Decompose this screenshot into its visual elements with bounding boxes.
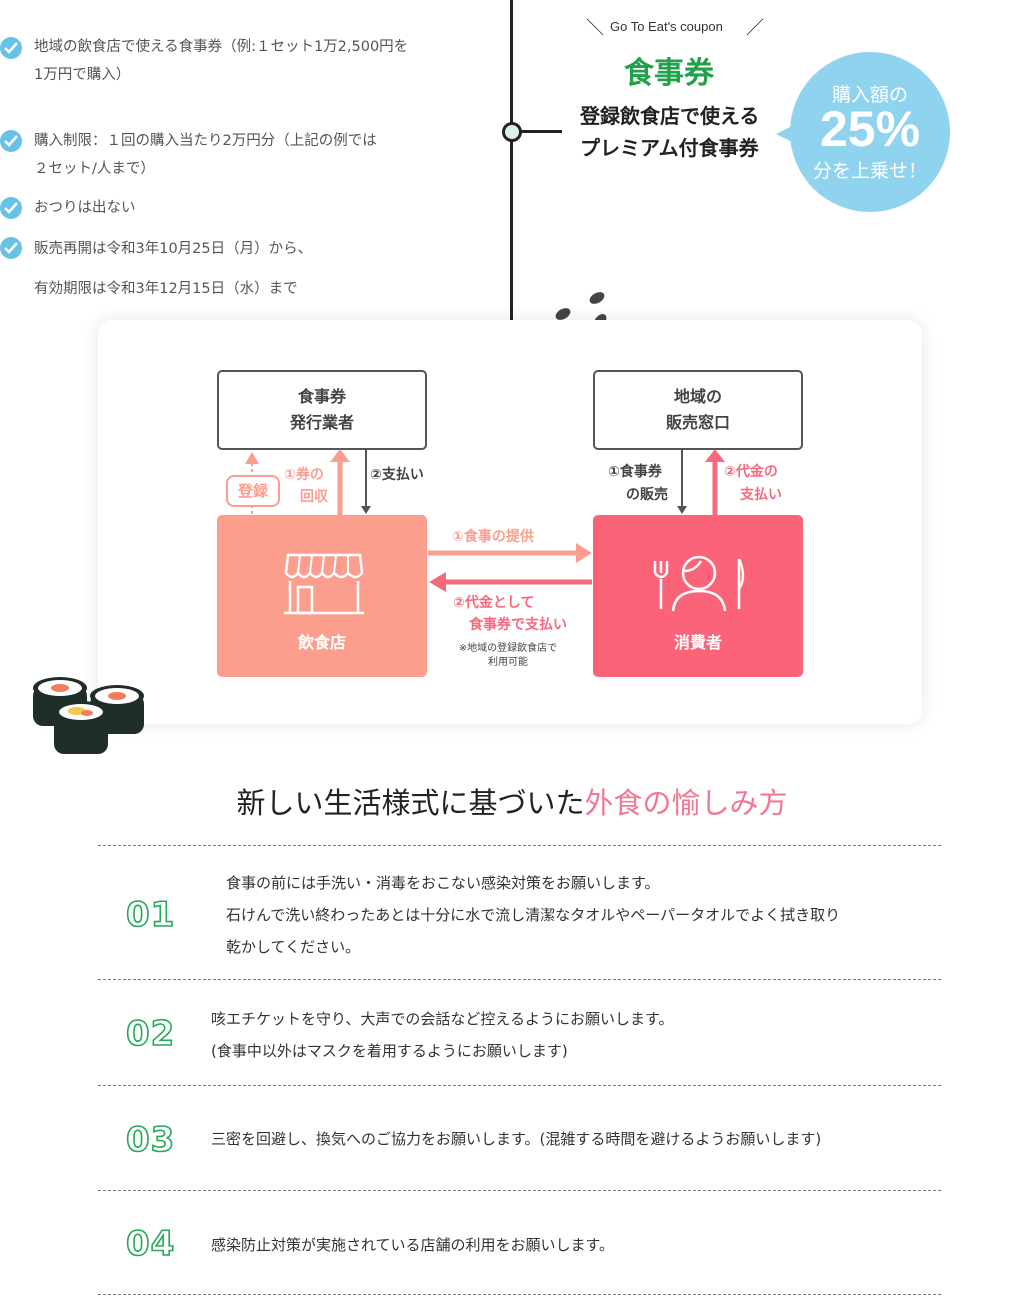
section-title-main: 新しい生活様式に基づいた bbox=[236, 786, 585, 820]
window-label-2: 販売窓口 bbox=[665, 413, 730, 432]
meal-provide-label: ①食事の提供 bbox=[452, 529, 534, 545]
storefront-icon bbox=[284, 553, 364, 615]
bubble-line-1: 購入額の bbox=[831, 84, 908, 106]
checklist-item-2-line1: 購入制限：１回の購入当たり2万円分（上記の例では bbox=[34, 133, 377, 149]
item-number: 03 bbox=[125, 1119, 176, 1161]
collect-label-2: 回収 bbox=[300, 489, 328, 505]
sales-window-box: 地域の販売窓口 bbox=[593, 370, 803, 450]
slash-decoration: ／ bbox=[746, 18, 764, 39]
item-4-text: 感染防止対策が実施されている店舗の利用をお願いします。 bbox=[211, 1229, 614, 1261]
bubble-line-3: 分を上乗せ！ bbox=[812, 160, 927, 182]
checklist-item-1-line1: 地域の飲食店で使える食事券（例:１セット1万2,500円を bbox=[34, 39, 409, 55]
checklist-item-4-line2: 有効期限は令和3年12月15日（水）まで bbox=[34, 281, 298, 297]
note-line-1: ※地域の登録飲食店で bbox=[458, 643, 558, 654]
checklist-item-3: おつりは出ない bbox=[34, 200, 136, 216]
issuer-label-1: 食事券 bbox=[297, 387, 346, 406]
item-1-line-3: 乾かしてください。 bbox=[226, 938, 361, 956]
sell-label-1: ①食事券 bbox=[608, 464, 662, 480]
consumer-block: 消費者 bbox=[593, 515, 803, 677]
item-number: 02 bbox=[125, 1013, 176, 1055]
pay-by-coupon-label-1: ②代金として bbox=[453, 595, 535, 611]
checklist-item-4-line1: 販売再開は令和3年10月25日（月）から、 bbox=[34, 241, 313, 257]
check-icon bbox=[0, 37, 22, 59]
item-1-line-2: 石けんで洗い終わったあとは十分に水で流し清潔なタオルやペーパータオルでよく拭き取… bbox=[226, 906, 841, 924]
item-1-line-1: 食事の前には手洗い・消毒をおこない感染対策をお願いします。 bbox=[226, 874, 660, 892]
issuer-box: 食事券発行業者 bbox=[217, 370, 427, 450]
price-label-1: ②代金の bbox=[724, 464, 778, 480]
coupon-promo: 登録飲食店で使える プレミアム付食事券 bbox=[580, 100, 759, 164]
slash-decoration: ＼ bbox=[586, 18, 604, 39]
item-number: 04 bbox=[125, 1223, 176, 1265]
sushi-roll-icon bbox=[33, 677, 144, 754]
divider bbox=[98, 1085, 941, 1086]
item-4-line-1: 感染防止対策が実施されている店舗の利用をお願いします。 bbox=[211, 1236, 615, 1254]
price-label-2: 支払い bbox=[740, 487, 782, 503]
timeline-dot bbox=[502, 122, 522, 142]
restaurant-label: 飲食店 bbox=[297, 633, 346, 652]
item-2-line-2: (食事中以外はマスクを着用するようにお願いします) bbox=[211, 1042, 568, 1060]
pay-label: ②支払い bbox=[370, 467, 424, 483]
restaurant-block: 飲食店 bbox=[217, 515, 427, 677]
divider bbox=[98, 845, 941, 846]
section-title-accent: 外食の愉しみ方 bbox=[584, 786, 788, 820]
bonus-bubble: 購入額の 25% 分を上乗せ！ bbox=[790, 52, 950, 212]
flow-arrows bbox=[245, 449, 725, 592]
sell-label-2: の販売 bbox=[626, 487, 668, 503]
promo-line-2: プレミアム付食事券 bbox=[580, 136, 759, 160]
checklist-item-2-line2: ２セット/人まで） bbox=[34, 161, 155, 177]
item-number: 01 bbox=[125, 894, 176, 936]
note-line-2: 利用可能 bbox=[488, 657, 528, 668]
check-icon bbox=[0, 130, 22, 152]
divider bbox=[98, 979, 941, 980]
promo-line-1: 登録飲食店で使える bbox=[580, 104, 760, 128]
divider bbox=[98, 1294, 941, 1295]
register-badge: 登録 bbox=[226, 475, 280, 507]
item-2-line-1: 咳エチケットを守り、大声での会話など控えるようにお願いします。 bbox=[211, 1010, 674, 1028]
checklist-item-1-line2: 1万円で購入） bbox=[34, 67, 131, 83]
timeline-connector bbox=[512, 130, 562, 133]
consumer-label: 消費者 bbox=[673, 633, 722, 652]
check-icon bbox=[0, 197, 22, 219]
divider bbox=[98, 1190, 941, 1191]
coupon-title: 食事券 bbox=[624, 56, 714, 91]
coupon-subtitle: Go To Eat's coupon bbox=[610, 19, 723, 34]
window-label-1: 地域の bbox=[673, 387, 722, 406]
pay-by-coupon-label-2: 食事券で支払い bbox=[469, 617, 567, 633]
item-3-line-1: 三密を回避し、換気へのご協力をお願いします。(混雑する時間を避けるようお願いしま… bbox=[211, 1130, 822, 1148]
usage-note: ※地域の登録飲食店で 利用可能 bbox=[453, 642, 563, 670]
item-3-text: 三密を回避し、換気へのご協力をお願いします。(混雑する時間を避けるようお願いしま… bbox=[211, 1123, 821, 1155]
bubble-percent: 25% bbox=[819, 101, 921, 157]
item-1-text: 食事の前には手洗い・消毒をおこない感染対策をお願いします。 石けんで洗い終わった… bbox=[226, 867, 840, 963]
section-title: 新しい生活様式に基づいた外食の愉しみ方 bbox=[0, 780, 1024, 822]
item-2-text: 咳エチケットを守り、大声での会話など控えるようにお願いします。 (食事中以外はマ… bbox=[211, 1003, 673, 1067]
collect-label-1: ①券の bbox=[284, 467, 324, 483]
diner-icon bbox=[653, 555, 745, 612]
issuer-label-2: 発行業者 bbox=[289, 413, 354, 432]
timeline-line bbox=[510, 0, 513, 322]
check-icon bbox=[0, 237, 22, 259]
